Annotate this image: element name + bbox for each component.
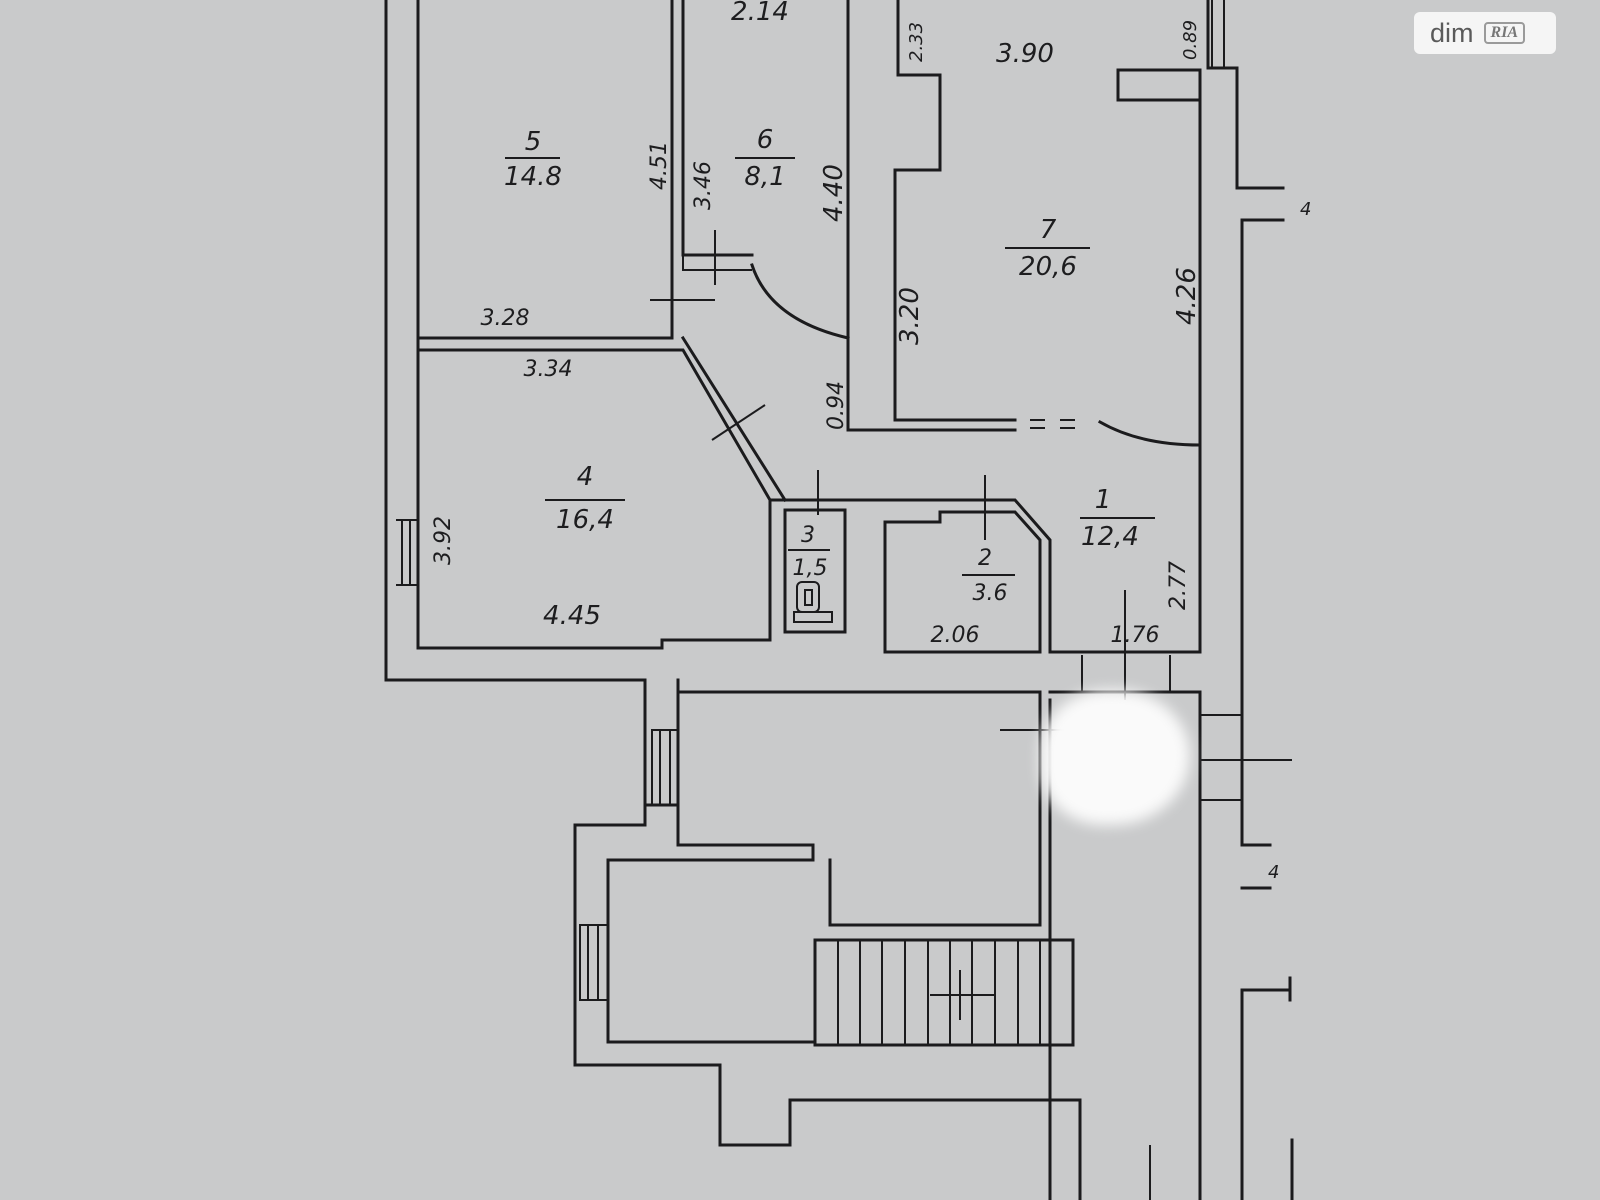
room-5-walls xyxy=(416,0,685,340)
svg-text:1,5: 1,5 xyxy=(793,556,828,581)
svg-text:3: 3 xyxy=(801,523,815,548)
room-7-walls xyxy=(893,0,1239,447)
room-labels: 5 14.8 6 8,1 7 20,6 4 16,4 3 1,5 2 3.6 xyxy=(504,125,1155,606)
room-1-label: 1 12,4 xyxy=(1080,485,1155,552)
dim-3-20: 3.20 xyxy=(895,287,925,345)
watermark-brand: dim xyxy=(1430,17,1474,48)
outside-mark-bottom: 4 xyxy=(1268,862,1279,883)
svg-text:2: 2 xyxy=(978,546,992,571)
svg-text:16,4: 16,4 xyxy=(556,505,614,535)
door-marks xyxy=(650,230,1126,640)
room-2-label: 2 3.6 xyxy=(962,546,1015,606)
room-2-walls xyxy=(883,510,1042,654)
room-4-label: 4 16,4 xyxy=(545,462,625,535)
outside-marks: 4 4 xyxy=(1268,199,1311,883)
ria-logo-icon: RIA xyxy=(1483,22,1526,44)
redacted-blur xyxy=(1040,690,1190,825)
room-4-walls xyxy=(396,335,788,642)
lower-building-walls xyxy=(579,640,1292,1200)
room-1-walls xyxy=(768,336,1202,654)
watermark-badge: dim RIA xyxy=(1414,12,1556,54)
dim-4-40: 4.40 xyxy=(819,164,849,222)
svg-text:12,4: 12,4 xyxy=(1081,522,1139,552)
svg-text:20,6: 20,6 xyxy=(1019,252,1077,282)
svg-text:5: 5 xyxy=(525,127,542,157)
exterior-walls xyxy=(384,0,1294,1200)
dim-4-26: 4.26 xyxy=(1172,267,1202,325)
dim-2-14: 2.14 xyxy=(731,0,789,27)
dim-2-06: 2.06 xyxy=(931,623,980,648)
dimension-labels: 2.14 2.33 3.90 0.89 4.51 3.46 4.40 3.28 … xyxy=(431,0,1202,648)
dim-3-34: 3.34 xyxy=(524,357,573,382)
svg-text:8,1: 8,1 xyxy=(744,162,785,192)
dim-3-28: 3.28 xyxy=(481,306,530,331)
room-6-walls xyxy=(681,0,850,340)
dim-3-46: 3.46 xyxy=(691,161,716,210)
svg-text:3.6: 3.6 xyxy=(973,581,1008,606)
dim-0-89: 0.89 xyxy=(1180,20,1201,60)
svg-text:6: 6 xyxy=(757,125,774,155)
dim-2-33: 2.33 xyxy=(906,22,927,62)
dim-1-76: 1.76 xyxy=(1111,623,1160,648)
outside-mark-top: 4 xyxy=(1300,199,1311,220)
svg-text:14.8: 14.8 xyxy=(504,162,562,192)
room-6-label: 6 8,1 xyxy=(735,125,795,192)
room-5-label: 5 14.8 xyxy=(504,127,562,192)
dim-0-94: 0.94 xyxy=(824,381,849,430)
dim-4-51: 4.51 xyxy=(647,141,672,190)
dim-3-92: 3.92 xyxy=(431,516,456,565)
room-7-label: 7 20,6 xyxy=(1005,215,1090,282)
svg-text:4: 4 xyxy=(577,462,594,492)
room-3-label: 3 1,5 xyxy=(788,523,830,581)
room-3-walls xyxy=(783,508,847,634)
dim-3-90: 3.90 xyxy=(996,39,1054,69)
dim-2-77: 2.77 xyxy=(1166,561,1191,610)
dim-4-45: 4.45 xyxy=(543,601,601,631)
svg-text:7: 7 xyxy=(1040,215,1057,245)
svg-text:1: 1 xyxy=(1095,485,1112,515)
